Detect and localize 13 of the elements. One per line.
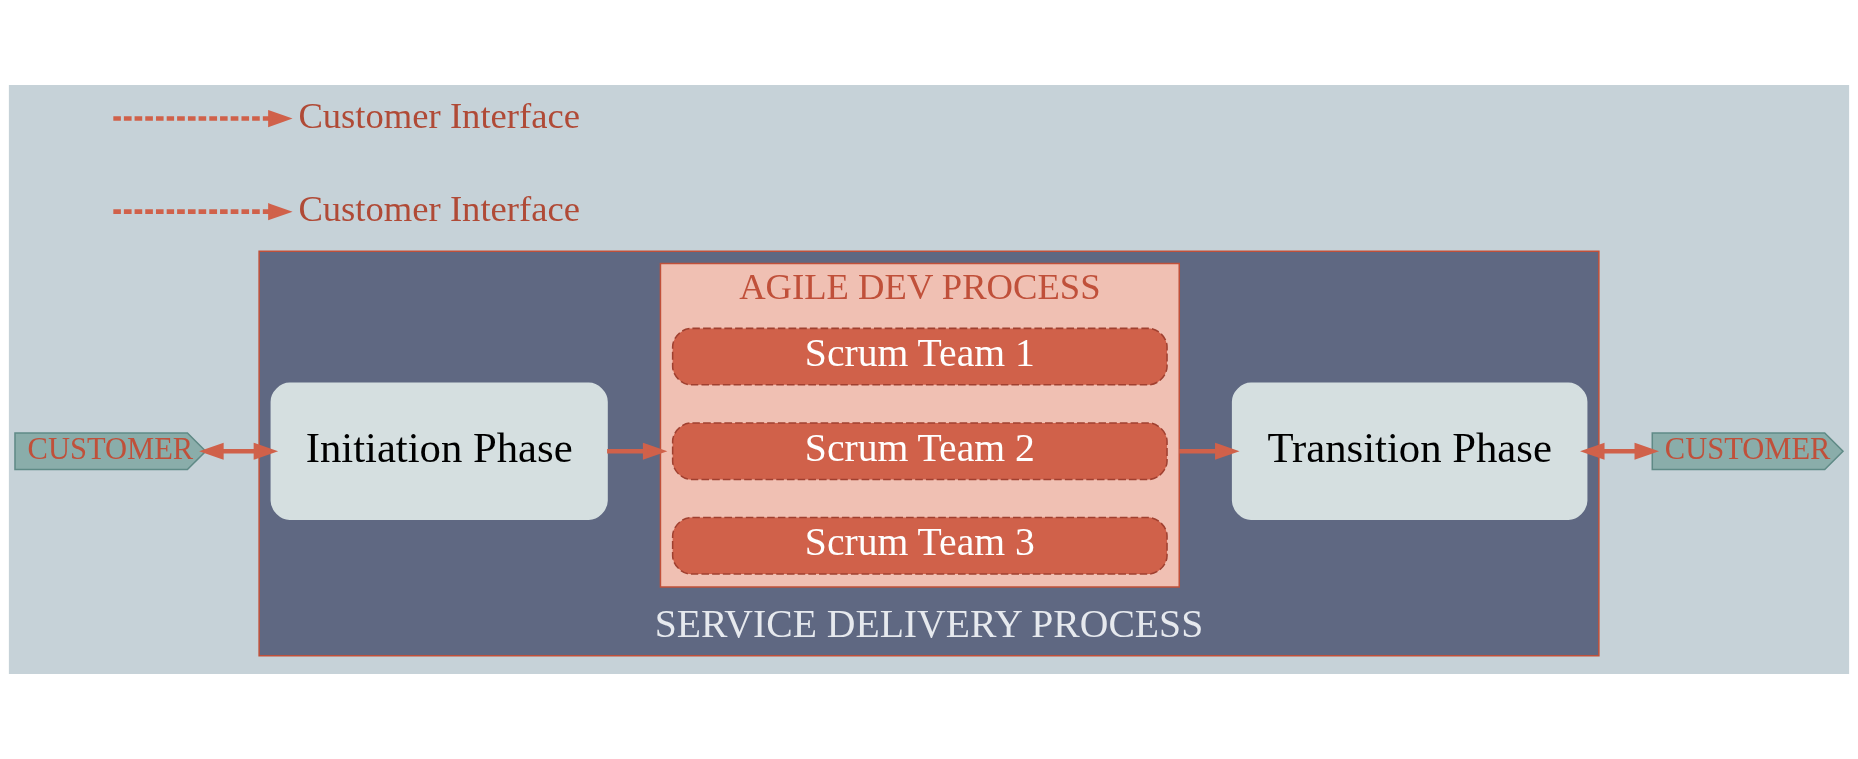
node-box: Initiation Phase: [270, 382, 608, 520]
node-box: Transition Phase: [1231, 382, 1588, 520]
arrow: [113, 110, 293, 128]
node-text: Customer Interface: [298, 95, 580, 137]
arrow: [199, 442, 279, 460]
arrow: [1580, 442, 1659, 460]
node-box: Scrum Team 2: [671, 422, 1168, 481]
arrow: [1179, 442, 1240, 460]
arrow: [607, 442, 668, 460]
node-box: Scrum Team 3: [671, 516, 1168, 575]
arrow: [113, 203, 293, 221]
node-box: Scrum Team 1: [671, 327, 1168, 386]
node-text: Customer Interface: [298, 188, 580, 230]
